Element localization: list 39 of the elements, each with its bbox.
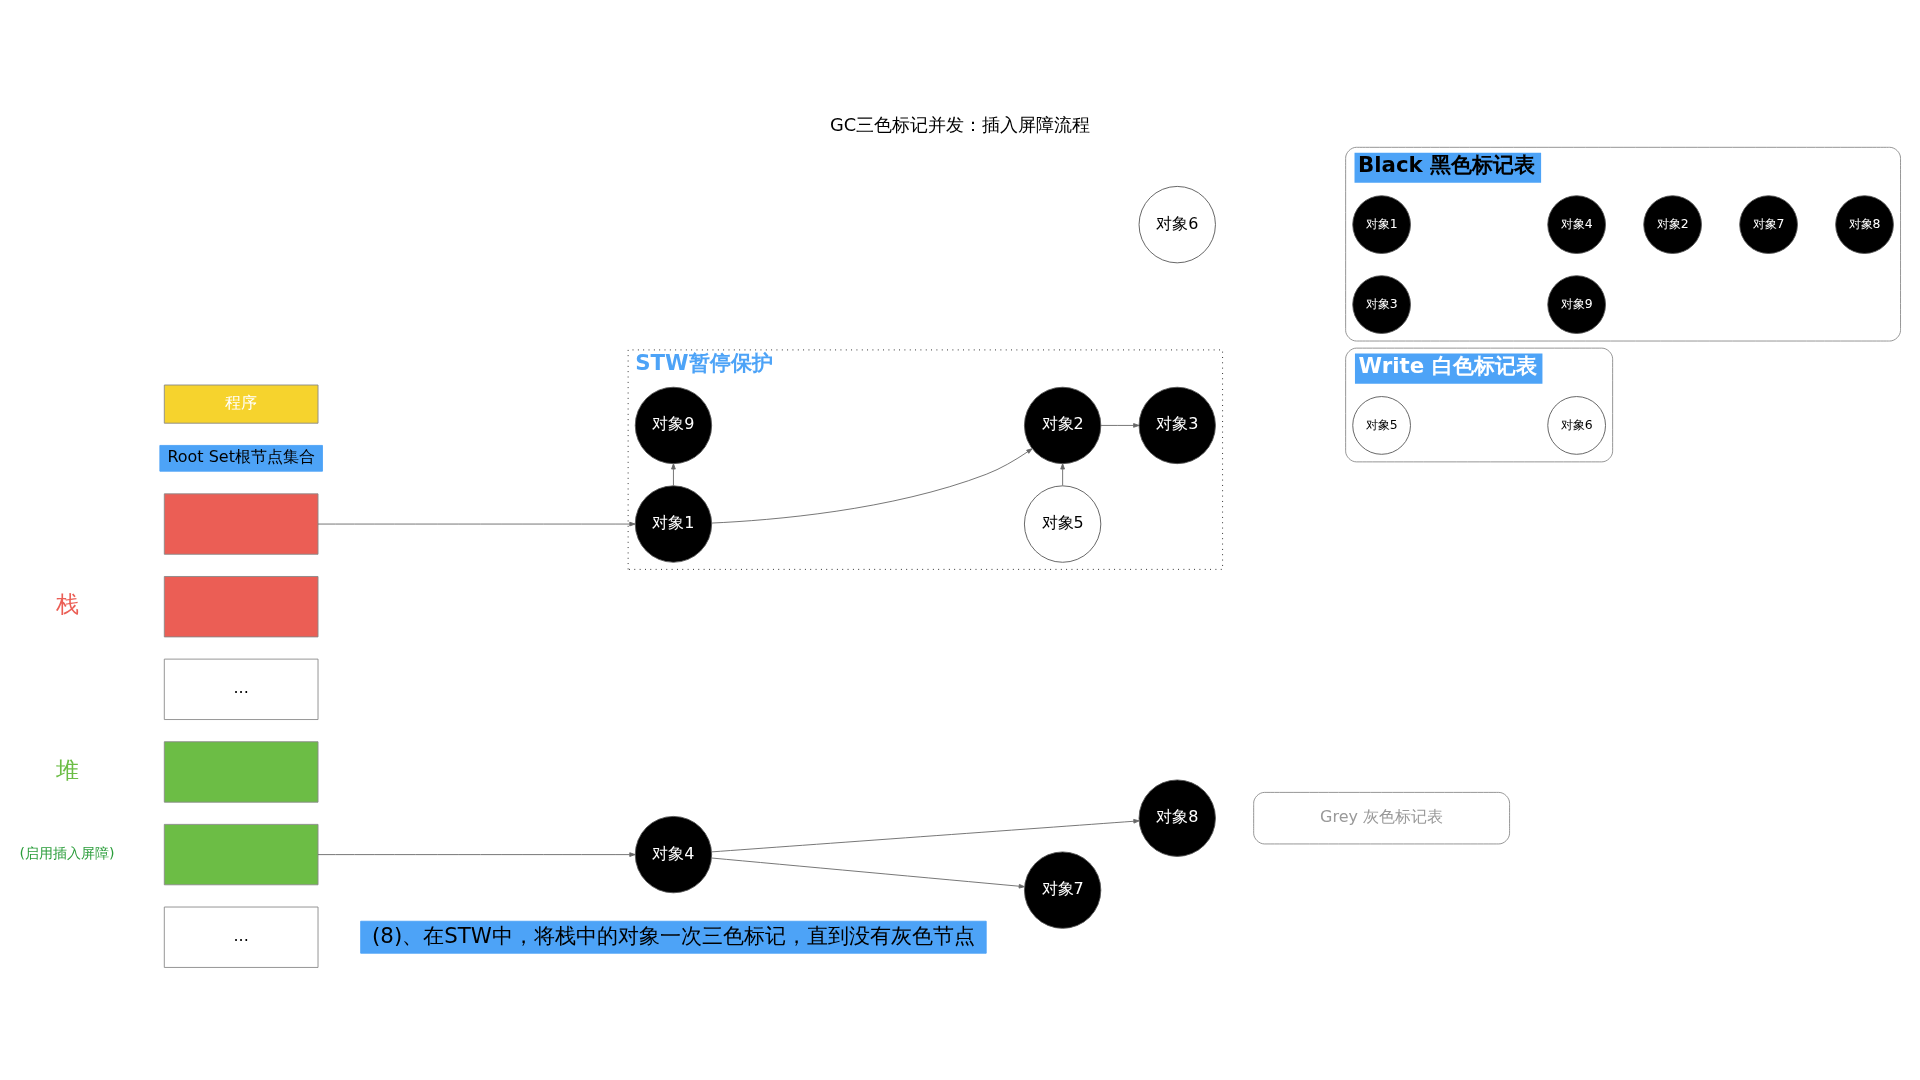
node-box bbox=[163, 740, 319, 803]
caption: (8)、在STW中，将栈中的对象一次三色标记，直到没有灰色节点 bbox=[372, 922, 975, 948]
node-circle: 对象6 bbox=[1138, 185, 1216, 263]
node-circle: 对象5 bbox=[1023, 484, 1102, 563]
node-box bbox=[163, 492, 319, 555]
node-circle: 对象4 bbox=[1547, 194, 1606, 254]
node-circle: 对象3 bbox=[1138, 386, 1216, 464]
node-circle: 对象4 bbox=[634, 815, 713, 893]
node-circle: 对象9 bbox=[1547, 274, 1606, 334]
arrow bbox=[671, 462, 676, 486]
arrow bbox=[1060, 462, 1065, 486]
node-circle: 对象9 bbox=[634, 386, 713, 464]
label: 栈 bbox=[55, 590, 79, 617]
node-circle: 对象1 bbox=[634, 484, 713, 563]
node-circle: 对象5 bbox=[1352, 395, 1411, 455]
node-circle: 对象2 bbox=[1643, 194, 1702, 254]
node-box bbox=[163, 575, 319, 637]
node-circle: 对象3 bbox=[1352, 274, 1411, 334]
arrow bbox=[711, 857, 1025, 889]
node-box: ... bbox=[163, 906, 319, 968]
arrow bbox=[711, 447, 1033, 523]
label: 堆 bbox=[55, 756, 79, 783]
node-box: 程序 bbox=[163, 384, 319, 424]
label: (启用插入屏障) bbox=[19, 844, 115, 861]
node-circle: 对象8 bbox=[1835, 194, 1894, 254]
diagram-title: GC三色标记并发：插入屏障流程 bbox=[829, 114, 1091, 135]
arrow bbox=[317, 851, 636, 857]
arrow bbox=[711, 818, 1140, 852]
node-box: Root Set根节点集合 bbox=[159, 444, 323, 472]
node-circle: 对象8 bbox=[1138, 779, 1216, 857]
node-circle: 对象6 bbox=[1547, 395, 1606, 455]
node-box: Grey 灰色标记表 bbox=[1253, 791, 1510, 844]
node-circle: 对象7 bbox=[1023, 851, 1102, 929]
node-circle: 对象1 bbox=[1352, 194, 1411, 254]
arrow bbox=[1100, 422, 1140, 428]
node-box bbox=[163, 823, 319, 885]
arrow bbox=[317, 521, 636, 526]
node-box: ... bbox=[163, 658, 319, 720]
node-circle: 对象7 bbox=[1739, 194, 1798, 254]
